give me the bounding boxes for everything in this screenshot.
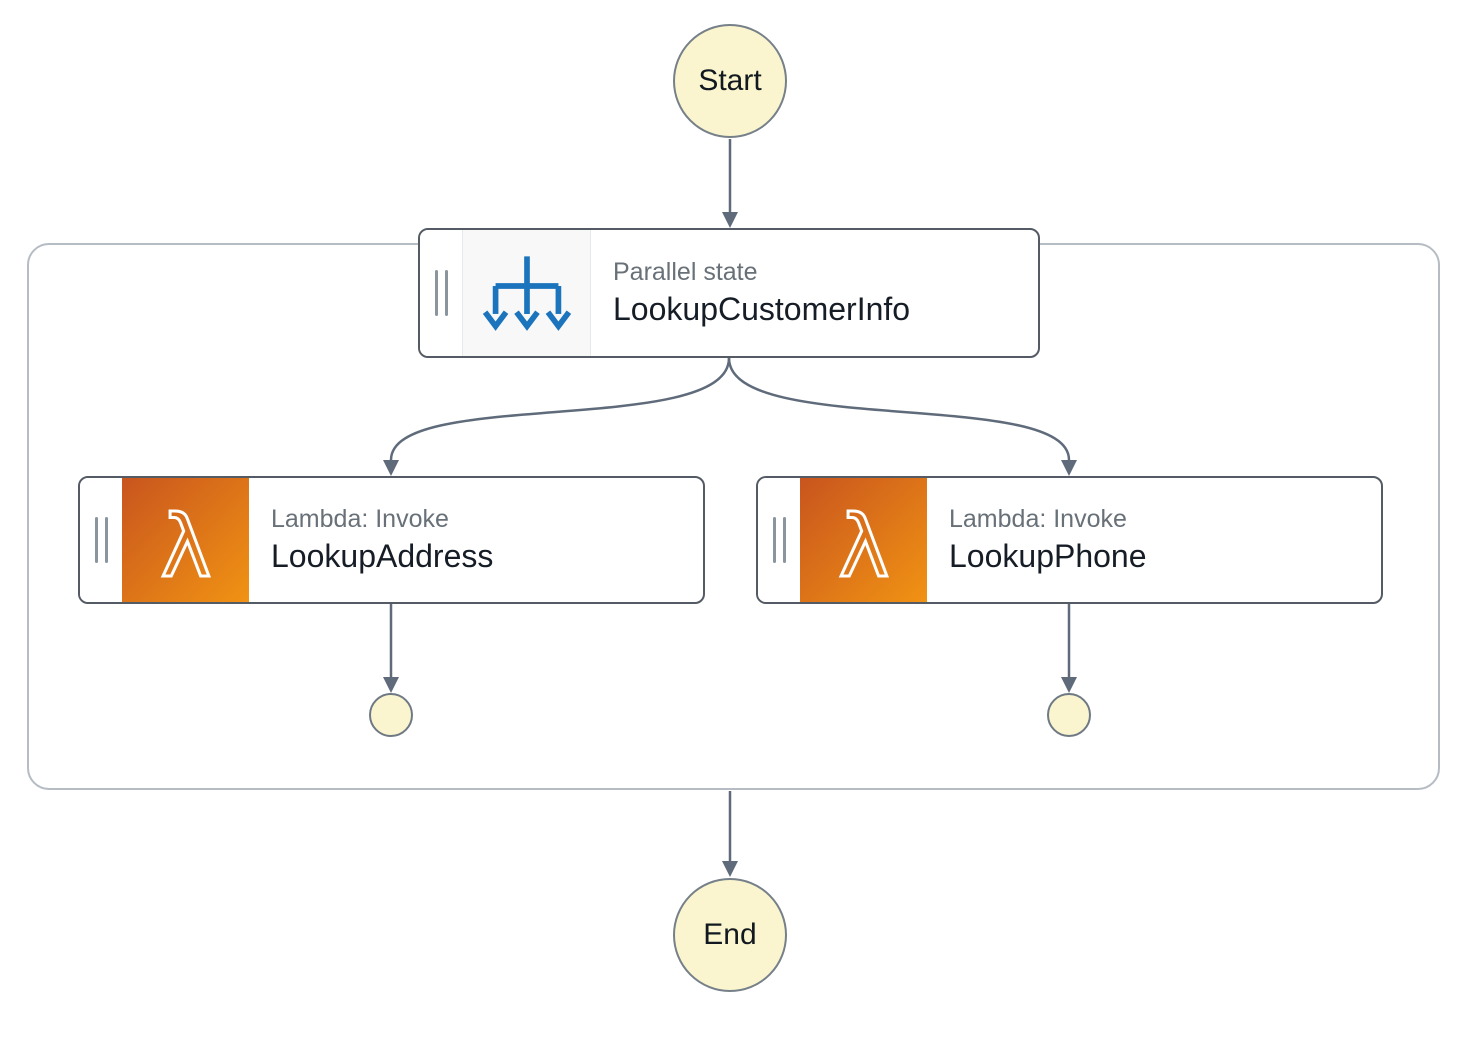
drag-handle[interactable] (420, 230, 462, 356)
state-type-label: Parallel state (613, 258, 758, 287)
start-node-label: Start (698, 64, 762, 97)
branch-end-node (1047, 693, 1091, 737)
lambda-icon: λ (800, 478, 927, 602)
start-node: Start (673, 24, 787, 138)
lambda-glyph: λ (838, 497, 889, 597)
end-node-label: End (703, 918, 757, 951)
branch-end-node (369, 693, 413, 737)
state-name: LookupCustomerInfo (613, 290, 911, 327)
state-node-parallel[interactable]: Parallel state LookupCustomerInfo (418, 228, 1040, 358)
drag-handle[interactable] (758, 478, 800, 602)
lambda-icon: λ (122, 478, 249, 602)
state-name: LookupAddress (271, 537, 494, 574)
edge-start-to-parallel (722, 139, 738, 228)
state-name: LookupPhone (949, 537, 1147, 574)
state-type-label: Lambda: Invoke (949, 505, 1127, 534)
state-node-lookupphone[interactable]: λ Lambda: Invoke LookupPhone (756, 476, 1383, 604)
state-type-label: Lambda: Invoke (271, 505, 449, 534)
state-node-lookupaddress[interactable]: λ Lambda: Invoke LookupAddress (78, 476, 705, 604)
edge-parallel-to-end (722, 791, 738, 877)
parallel-branches-icon (462, 230, 591, 356)
drag-handle[interactable] (80, 478, 122, 602)
end-node: End (673, 878, 787, 992)
lambda-glyph: λ (160, 497, 211, 597)
